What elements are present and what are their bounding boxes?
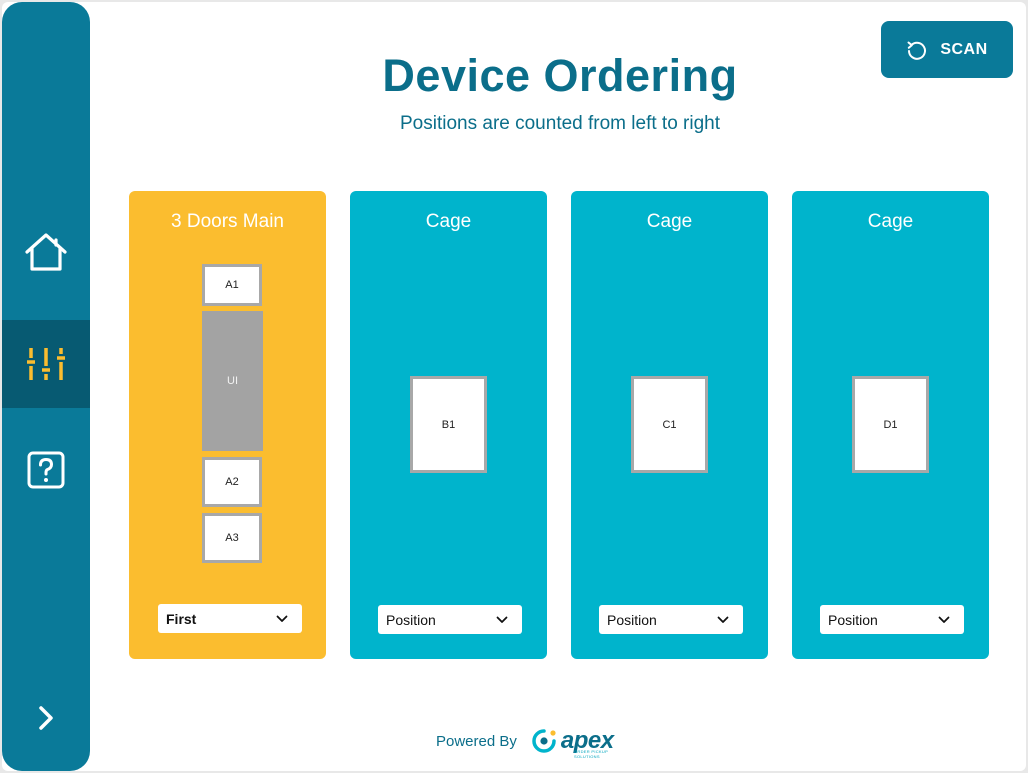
- logo-wordmark: apex: [560, 727, 614, 754]
- scan-button[interactable]: SCAN: [881, 21, 1013, 78]
- refresh-icon: [907, 41, 927, 60]
- device-slot[interactable]: C1: [631, 376, 708, 473]
- slot-label: A2: [225, 476, 239, 488]
- sidebar-expand-button[interactable]: [2, 674, 90, 762]
- chevron-right-icon: [39, 706, 53, 730]
- apex-logo-icon: [532, 729, 556, 753]
- device-slot[interactable]: A2: [202, 457, 262, 507]
- position-select[interactable]: First: [158, 604, 302, 633]
- device-slot[interactable]: A3: [202, 513, 262, 563]
- home-icon: [25, 233, 67, 271]
- help-icon: [27, 451, 65, 489]
- slot-label: D1: [883, 418, 898, 431]
- sliders-icon: [27, 348, 65, 380]
- page-subtitle: Positions are counted from left to right: [400, 113, 720, 134]
- sidebar-item-device-ordering[interactable]: [2, 320, 90, 408]
- device-slot[interactable]: D1: [852, 376, 929, 473]
- chevron-down-icon: [496, 616, 508, 623]
- select-value: Position: [607, 611, 657, 628]
- device-slot[interactable]: A1: [202, 264, 262, 306]
- powered-by-label: Powered By: [436, 732, 517, 750]
- chevron-down-icon: [276, 615, 288, 622]
- scan-button-label: SCAN: [940, 40, 988, 58]
- device-slot[interactable]: B1: [410, 376, 487, 473]
- device-card-cage: Cage B1 Position: [350, 191, 547, 659]
- page-title: Device Ordering: [382, 50, 738, 101]
- chevron-down-icon: [938, 616, 950, 623]
- position-select[interactable]: Position: [820, 605, 964, 634]
- sidebar-item-help[interactable]: [2, 426, 90, 514]
- card-title: Cage: [867, 211, 914, 232]
- card-title: 3 Doors Main: [171, 211, 284, 232]
- slot-label: UI: [227, 375, 238, 387]
- select-value: First: [166, 610, 197, 627]
- slot-label: A3: [225, 532, 239, 544]
- slot-label: B1: [441, 418, 456, 431]
- slot-label: C1: [662, 418, 677, 431]
- select-value: Position: [386, 611, 436, 628]
- device-card-main: 3 Doors Main A1 UI A2 A3 First: [129, 191, 326, 659]
- device-card-cage: Cage D1 Position: [792, 191, 989, 659]
- card-title: Cage: [646, 211, 693, 232]
- slot-label: A1: [225, 279, 239, 291]
- select-value: Position: [828, 611, 878, 628]
- card-title: Cage: [425, 211, 472, 232]
- device-card-cage: Cage C1 Position: [571, 191, 768, 659]
- ui-panel: UI: [202, 311, 263, 451]
- chevron-down-icon: [717, 616, 729, 623]
- apex-logo: apex ORDER PICKUP SOLUTIONS: [529, 727, 614, 759]
- position-select[interactable]: Position: [599, 605, 743, 634]
- logo-subtext: ORDER PICKUP SOLUTIONS: [574, 749, 608, 759]
- sidebar-item-home[interactable]: [2, 208, 90, 296]
- powered-by: Powered By apex ORDER PICKUP SOLUTIONS: [436, 727, 614, 760]
- position-select[interactable]: Position: [378, 605, 522, 634]
- sidebar: [2, 2, 90, 771]
